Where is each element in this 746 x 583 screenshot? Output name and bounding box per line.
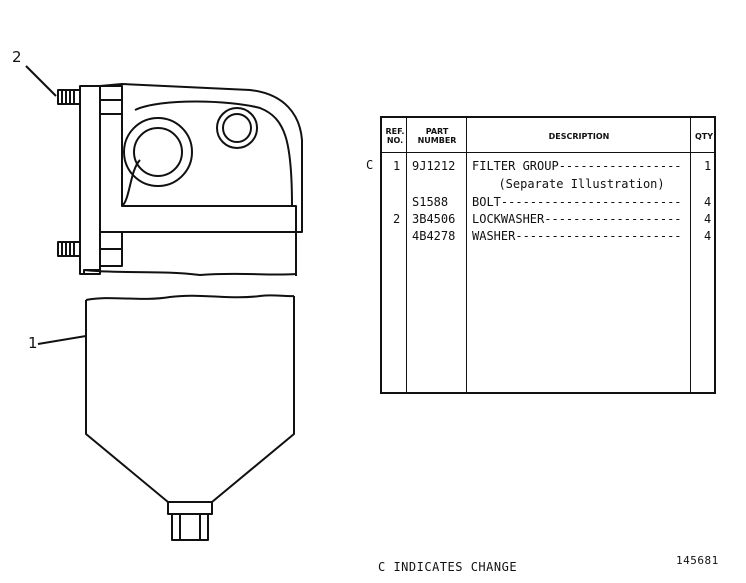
header-qty: QTY <box>694 132 714 141</box>
table-row-qty: 1 <box>704 159 712 173</box>
callout-2: 2 <box>12 48 22 66</box>
table-row-qty: 4 <box>704 229 712 243</box>
table-row-part: S1588 <box>412 195 449 209</box>
table-row-ref: 2 <box>393 212 401 226</box>
leader-line-2 <box>25 65 57 97</box>
header-ref-no: REF. NO. <box>385 127 405 145</box>
table-row-description: BOLT------------------------- <box>472 195 682 209</box>
change-note: C INDICATES CHANGE <box>378 560 518 574</box>
table-row-description: FILTER GROUP----------------- <box>472 159 682 173</box>
drain-plug-collar <box>167 501 213 515</box>
filter-assembly-illustration <box>25 65 303 541</box>
break-line <box>85 294 295 301</box>
table-row-part: 9J1212 <box>412 159 456 173</box>
mounting-plate <box>79 85 101 275</box>
parts-list-table: REF. NO. PART NUMBER DESCRIPTION QTY 1 9… <box>380 116 716 394</box>
inlet-port <box>222 113 252 143</box>
inlet-port-boss <box>216 107 258 149</box>
filter-bowl <box>85 296 295 503</box>
header-part-number: PART NUMBER <box>417 127 457 145</box>
leader-line-1 <box>37 335 87 345</box>
table-row-description: (Separate Illustration) <box>484 177 665 191</box>
figure-number: 145681 <box>676 554 719 567</box>
table-row-qty: 4 <box>704 195 712 209</box>
change-marker: C <box>366 158 374 172</box>
callout-1: 1 <box>28 334 38 352</box>
table-row-part: 4B4278 <box>412 229 456 243</box>
table-row-part: 3B4506 <box>412 212 456 226</box>
outlet-port <box>133 127 183 177</box>
table-row-ref: 1 <box>393 159 401 173</box>
table-row-description: WASHER----------------------- <box>472 229 682 243</box>
outlet-port-boss <box>123 117 193 187</box>
drain-plug <box>171 514 209 541</box>
table-row-qty: 4 <box>704 212 712 226</box>
table-row-description: LOCKWASHER------------------- <box>472 212 682 226</box>
header-description: DESCRIPTION <box>548 132 610 141</box>
